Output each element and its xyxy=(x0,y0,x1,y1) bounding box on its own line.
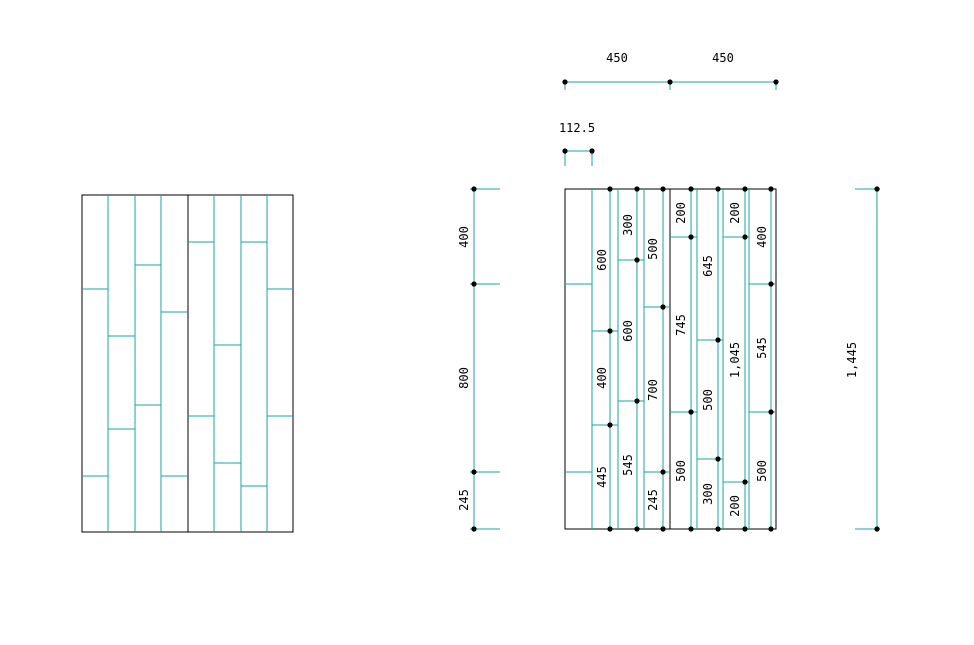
dim-dot xyxy=(589,148,595,154)
segment-label: 500 xyxy=(701,389,715,411)
panel-segment-labels: 600 400 445 300 600 545 500 700 245 200 … xyxy=(595,202,769,517)
dimensioned-panel: 600 400 445 300 600 545 500 700 245 200 … xyxy=(564,186,777,532)
dim-dot xyxy=(562,148,568,154)
dim-dot xyxy=(688,234,694,240)
dim-dot xyxy=(715,456,721,462)
left-dimensions: 400 800 245 xyxy=(457,186,500,532)
top-dimensions: 450 450 xyxy=(562,51,779,90)
dim-dot xyxy=(742,186,748,192)
dim-dot xyxy=(634,257,640,263)
segment-label: 545 xyxy=(621,454,635,476)
panel-dim-dots xyxy=(607,186,774,532)
panel-dim-lines xyxy=(609,189,772,529)
left-dim-label: 800 xyxy=(457,367,471,389)
dim-dot xyxy=(634,398,640,404)
segment-label: 500 xyxy=(674,460,688,482)
segment-label: 200 xyxy=(728,495,742,517)
pattern-plank-joints xyxy=(82,241,293,487)
dim-dot xyxy=(634,526,640,532)
small-dimension: 112.5 xyxy=(559,121,595,166)
dim-dot xyxy=(667,79,673,85)
dim-dot xyxy=(742,234,748,240)
segment-label: 500 xyxy=(646,238,660,260)
segment-label: 445 xyxy=(595,466,609,488)
left-dim-label: 400 xyxy=(457,226,471,248)
segment-label: 500 xyxy=(755,460,769,482)
dim-dot xyxy=(742,479,748,485)
segment-label: 700 xyxy=(646,379,660,401)
top-dim-label: 450 xyxy=(712,51,734,65)
segment-label: 645 xyxy=(701,255,715,277)
dim-dot xyxy=(471,469,477,475)
total-dim-label: 1,445 xyxy=(845,342,859,378)
dim-dot xyxy=(660,526,666,532)
dim-dot xyxy=(768,186,774,192)
segment-label: 545 xyxy=(755,337,769,359)
plank-pattern-overview xyxy=(81,194,294,533)
dim-dot xyxy=(660,186,666,192)
dim-dot xyxy=(607,526,613,532)
dim-dot xyxy=(471,186,477,192)
segment-label: 300 xyxy=(621,214,635,236)
dim-dot xyxy=(715,337,721,343)
dim-dot xyxy=(688,409,694,415)
dim-dot xyxy=(874,186,880,192)
dim-dot xyxy=(768,409,774,415)
top-dim-label: 450 xyxy=(606,51,628,65)
dim-dot xyxy=(634,186,640,192)
segment-label: 245 xyxy=(646,489,660,511)
segment-label: 400 xyxy=(595,367,609,389)
dim-dot xyxy=(471,526,477,532)
dim-dot xyxy=(742,526,748,532)
dim-dot xyxy=(688,526,694,532)
segment-label: 600 xyxy=(621,320,635,342)
total-dimension: 1,445 xyxy=(845,186,880,532)
segment-label: 200 xyxy=(728,202,742,224)
segment-label: 600 xyxy=(595,249,609,271)
segment-label: 1,045 xyxy=(728,342,742,378)
dim-dot xyxy=(660,469,666,475)
segment-label: 400 xyxy=(755,226,769,248)
dim-dot xyxy=(660,304,666,310)
dim-dot xyxy=(607,422,613,428)
dim-dot xyxy=(773,79,779,85)
dim-dot xyxy=(715,186,721,192)
dim-dot xyxy=(607,328,613,334)
dim-dot xyxy=(688,186,694,192)
segment-label: 200 xyxy=(674,202,688,224)
segment-label: 300 xyxy=(701,483,715,505)
dim-dot xyxy=(715,526,721,532)
segment-label: 745 xyxy=(674,314,688,336)
left-dim-label: 245 xyxy=(457,489,471,511)
dim-dot xyxy=(471,281,477,287)
dim-dot xyxy=(768,526,774,532)
small-dim-label: 112.5 xyxy=(559,121,595,135)
panel-plank-joints xyxy=(565,236,776,483)
dim-dot xyxy=(768,281,774,287)
dim-dot xyxy=(874,526,880,532)
dim-dot xyxy=(607,186,613,192)
dim-dot xyxy=(562,79,568,85)
